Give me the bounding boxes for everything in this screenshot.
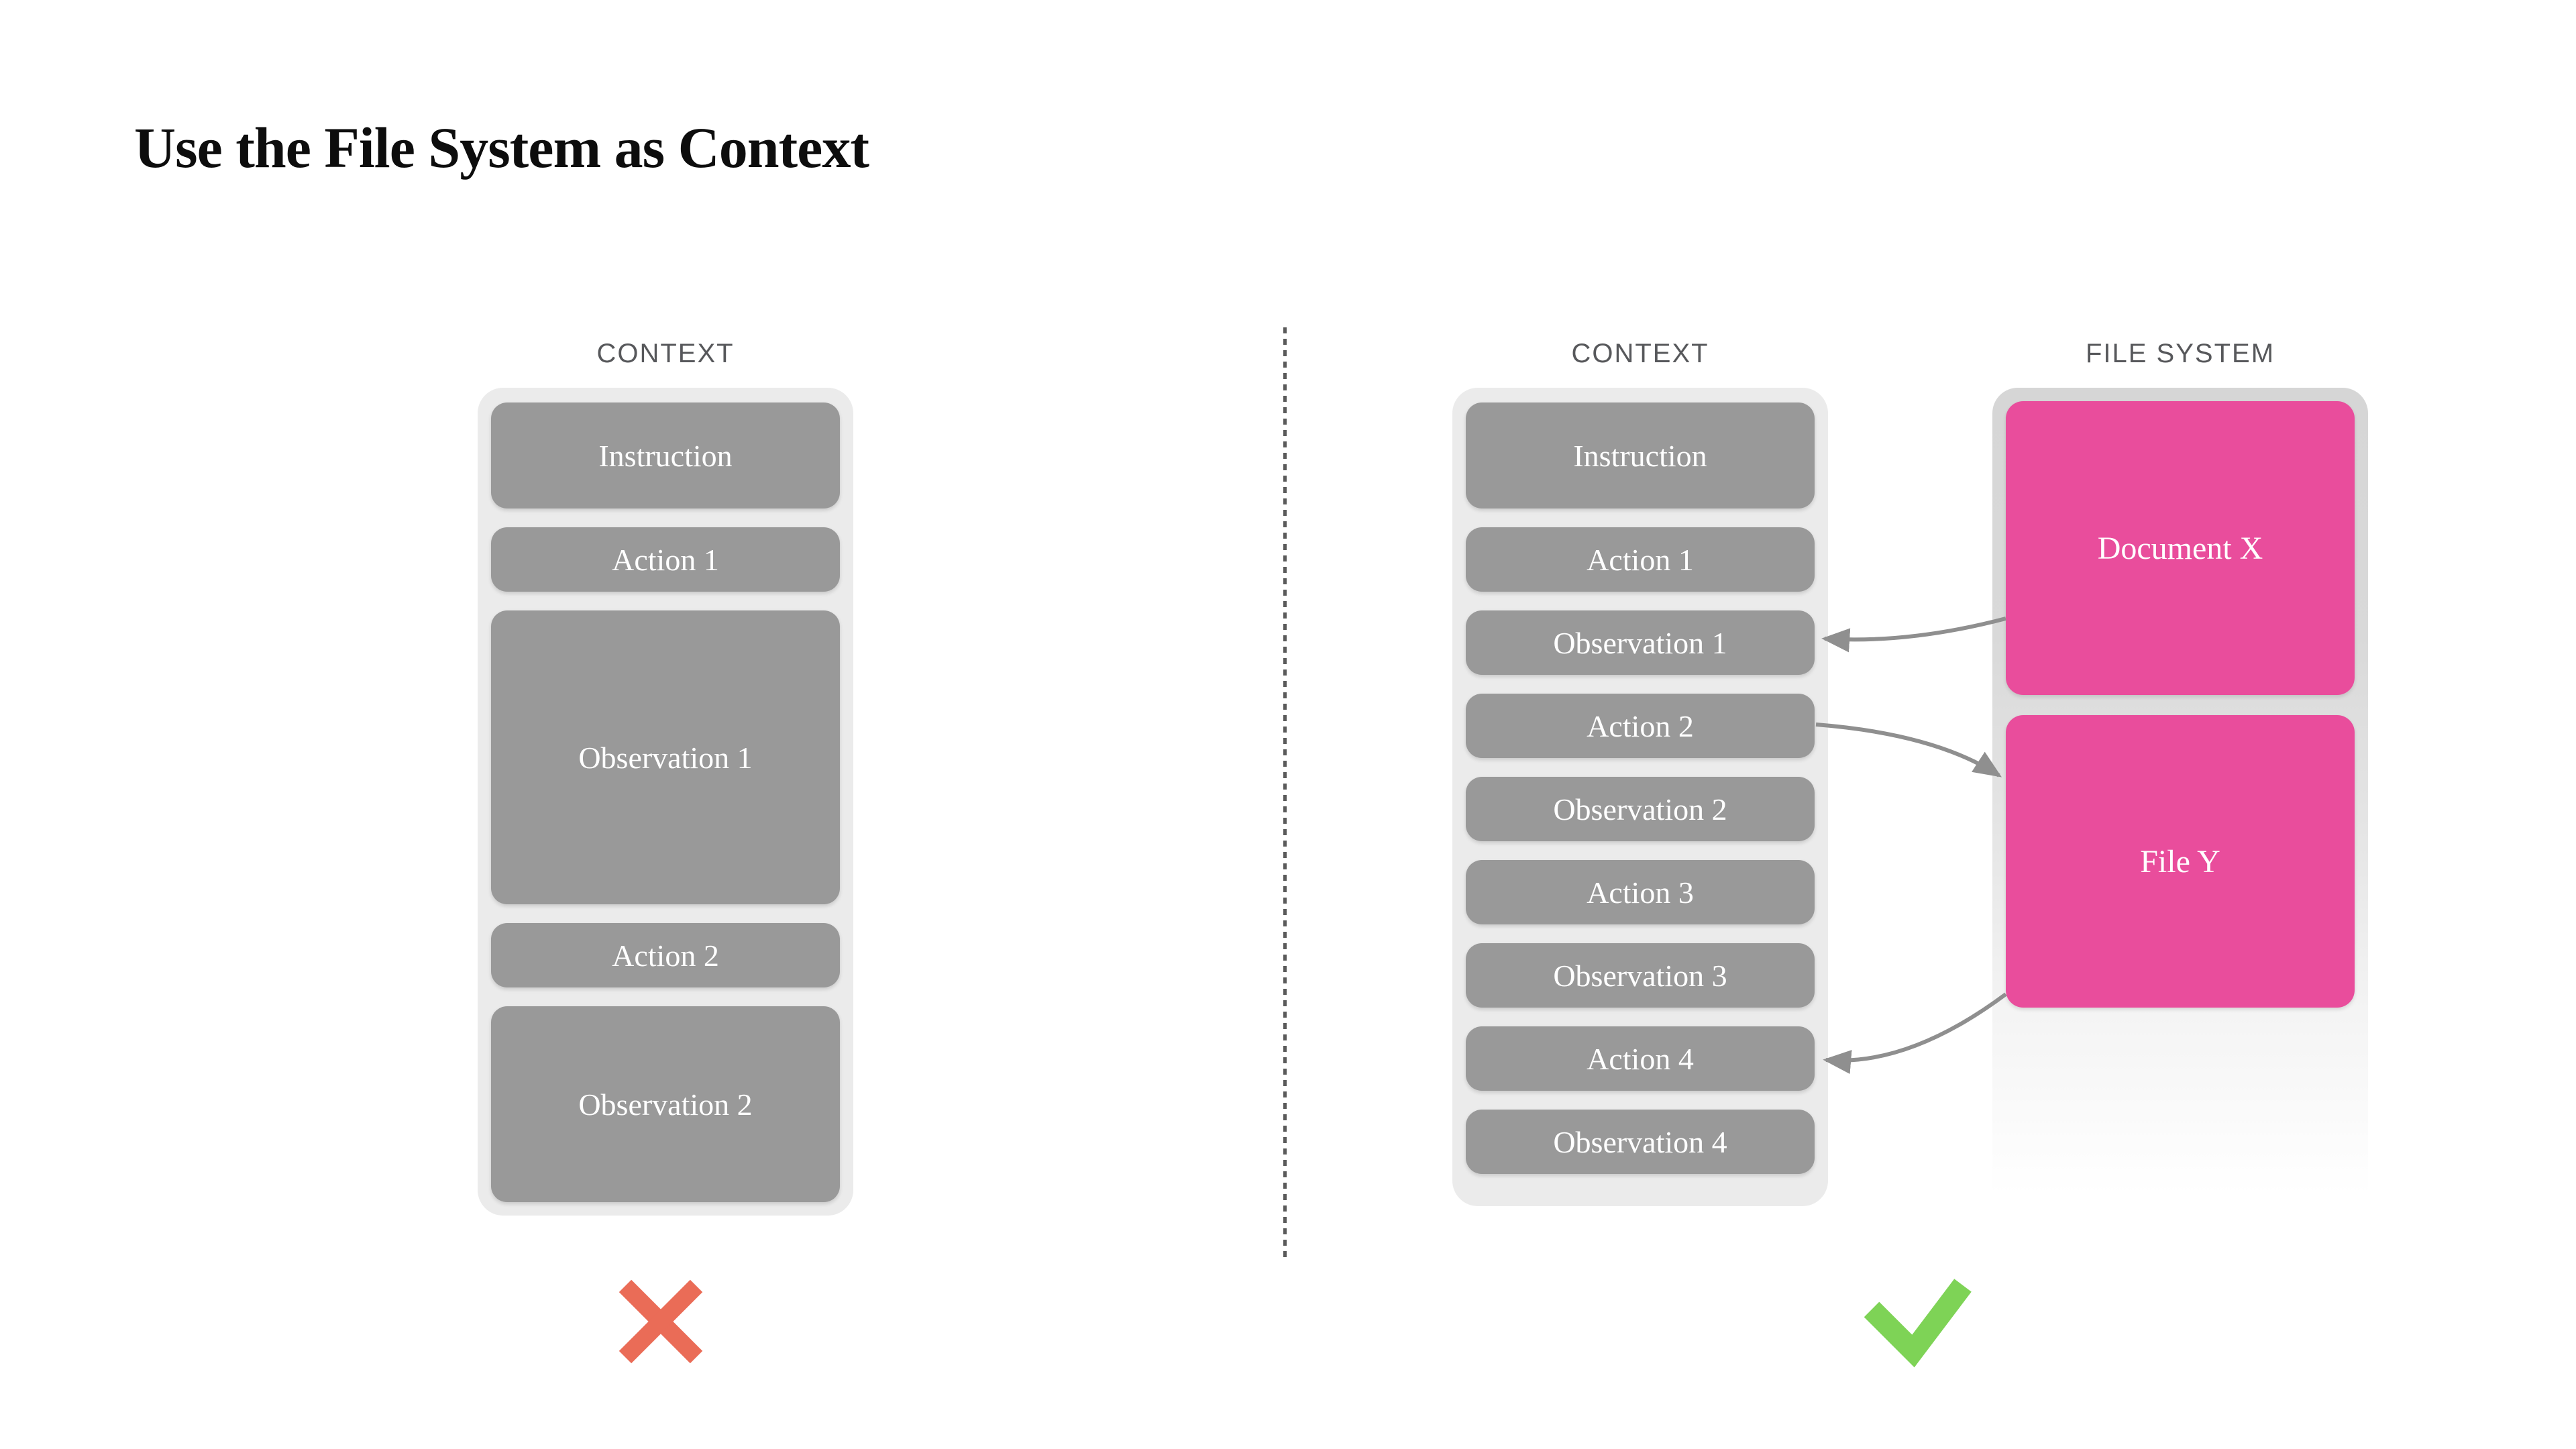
- left-observation-2-label: Observation 2: [578, 1087, 753, 1122]
- right-action-3-label: Action 3: [1587, 875, 1694, 910]
- left-observation-2-box: Observation 2: [491, 1006, 840, 1202]
- left-instruction-label: Instruction: [598, 438, 733, 473]
- file-y-label: File Y: [2140, 843, 2220, 879]
- right-instruction-label: Instruction: [1573, 438, 1707, 473]
- right-observation-3-label: Observation 3: [1553, 958, 1727, 993]
- dashed-divider: [1283, 327, 1287, 1261]
- right-action-4-label: Action 4: [1587, 1041, 1694, 1076]
- right-observation-4-label: Observation 4: [1553, 1124, 1727, 1159]
- right-observation-3-box: Observation 3: [1466, 943, 1815, 1008]
- right-action-2-label: Action 2: [1587, 708, 1694, 743]
- right-context-label: CONTEXT: [1571, 339, 1709, 368]
- arrow-filey-to-action4: [1823, 992, 2007, 1074]
- right-observation-2-box: Observation 2: [1466, 777, 1815, 841]
- document-x-label: Document X: [2097, 530, 2263, 566]
- right-observation-1-label: Observation 1: [1553, 625, 1727, 660]
- right-observation-2-label: Observation 2: [1553, 792, 1727, 826]
- right-action-3-box: Action 3: [1466, 860, 1815, 924]
- arrow-documentx-to-observation1: [1821, 616, 2006, 653]
- file-system-label: FILE SYSTEM: [2085, 339, 2275, 368]
- arrow-action2-to-filey: [1815, 722, 2002, 777]
- left-action-1-label: Action 1: [612, 542, 719, 577]
- left-context-label: CONTEXT: [596, 339, 735, 368]
- right-action-1-box: Action 1: [1466, 527, 1815, 592]
- right-instruction-box: Instruction: [1466, 402, 1815, 508]
- left-instruction-box: Instruction: [491, 402, 840, 508]
- right-action-4-box: Action 4: [1466, 1026, 1815, 1091]
- right-action-1-label: Action 1: [1587, 542, 1694, 577]
- left-action-1-box: Action 1: [491, 527, 840, 592]
- check-icon: [1864, 1279, 1972, 1368]
- left-action-2-box: Action 2: [491, 923, 840, 987]
- left-action-2-label: Action 2: [612, 938, 719, 973]
- right-action-2-box: Action 2: [1466, 694, 1815, 758]
- left-observation-1-label: Observation 1: [578, 740, 753, 775]
- left-observation-1-box: Observation 1: [491, 610, 840, 904]
- file-y-box: File Y: [2006, 715, 2355, 1008]
- page-title: Use the File System as Context: [134, 115, 869, 180]
- right-observation-1-box: Observation 1: [1466, 610, 1815, 675]
- document-x-box: Document X: [2006, 401, 2355, 695]
- right-observation-4-box: Observation 4: [1466, 1110, 1815, 1174]
- cross-icon: [610, 1271, 711, 1372]
